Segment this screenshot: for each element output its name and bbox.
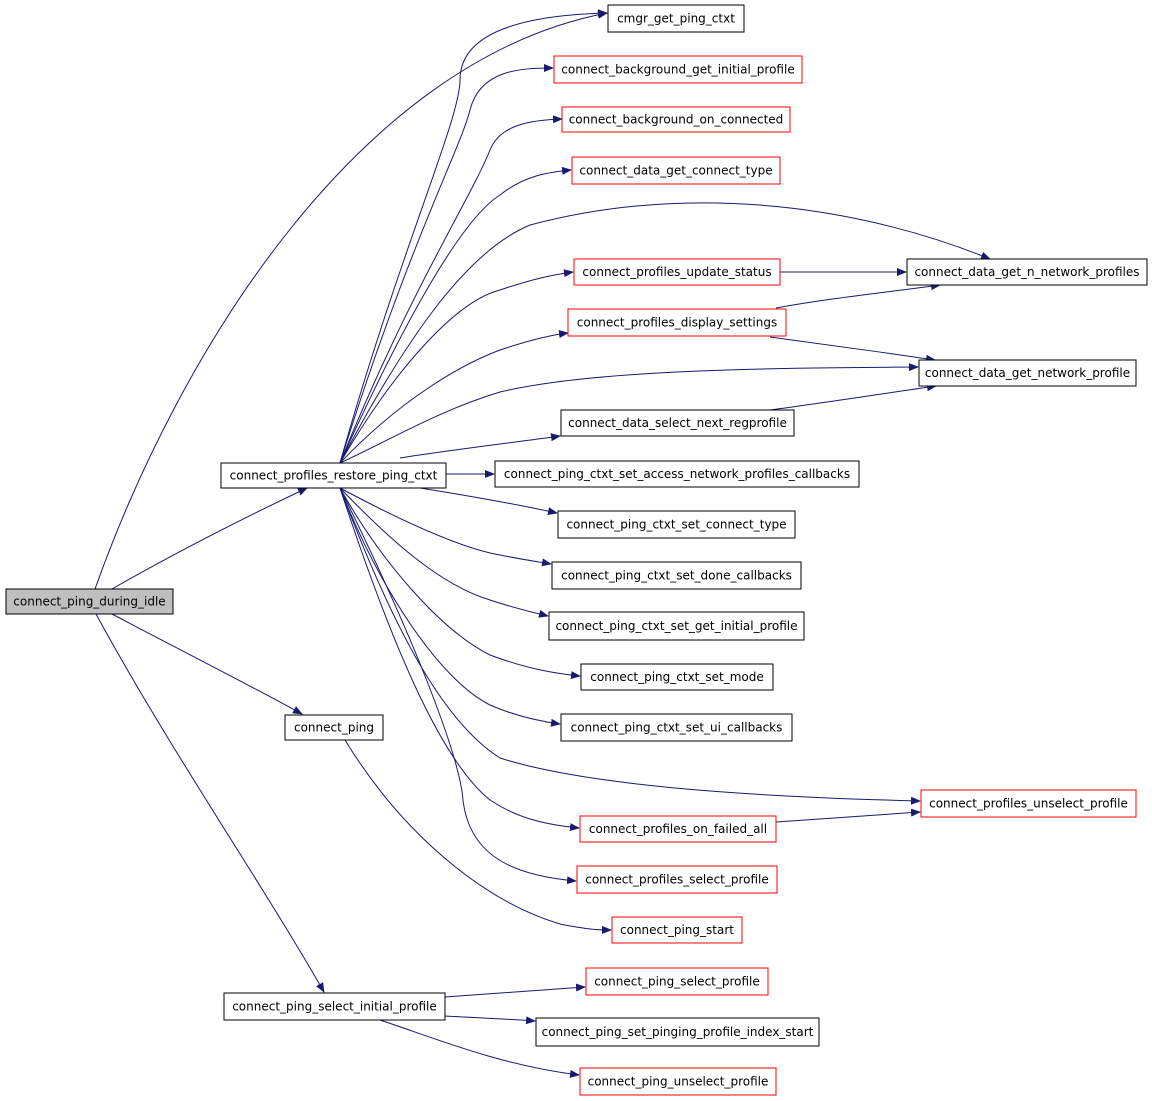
node-label: connect_data_get_n_network_profiles	[914, 265, 1139, 279]
edge-restore-to-get-n	[339, 202, 991, 464]
node-label: connect_profiles_unselect_profile	[929, 797, 1128, 811]
node-label: connect_data_get_network_profile	[925, 366, 1130, 380]
node-label: connect_background_on_connected	[569, 113, 784, 127]
node-connect-ping-ctxt-set-ui-callbacks[interactable]: connect_ping_ctxt_set_ui_callbacks	[560, 713, 793, 742]
edge-next-reg-to-get-np	[769, 383, 937, 411]
edge-root-to-cmgr	[94, 10, 608, 590]
edge-restore-to-bg-initial	[339, 64, 554, 464]
node-label: connect_ping_ctxt_set_mode	[590, 670, 764, 684]
node-label: connect_ping_ctxt_set_get_initial_profil…	[555, 619, 797, 633]
node-connect-profiles-select-profile[interactable]: connect_profiles_select_profile	[576, 865, 778, 894]
node-label: connect_profiles_select_profile	[585, 873, 769, 887]
node-connect-data-select-next-regprofile[interactable]: connect_data_select_next_regprofile	[560, 409, 795, 437]
edge-select-initial-to-pingsel	[444, 983, 586, 998]
edge-restore-to-cmgr	[339, 9, 608, 464]
node-connect-ping-select-profile[interactable]: connect_ping_select_profile	[585, 967, 769, 996]
node-label: connect_ping_ctxt_set_done_callbacks	[561, 569, 792, 583]
node-connect-profiles-unselect-profile[interactable]: connect_profiles_unselect_profile	[920, 789, 1137, 818]
edge-restore-to-set-ui	[339, 487, 561, 727]
edge-root-to-ping	[111, 613, 303, 715]
edge-restore-to-set-init	[339, 487, 549, 618]
edge-restore-to-next-reg	[399, 433, 561, 459]
node-connect-ping-ctxt-set-connect-type[interactable]: connect_ping_ctxt_set_connect_type	[557, 510, 796, 539]
edge-failed-to-unselect	[775, 808, 921, 823]
edge-restore-to-failed	[339, 487, 580, 832]
edge-restore-to-set-done	[339, 487, 552, 567]
edge-restore-to-display	[339, 330, 569, 464]
node-connect-data-get-network-profile[interactable]: connect_data_get_network_profile	[918, 359, 1137, 387]
node-connect-ping-ctxt-set-get-initial-profile[interactable]: connect_ping_ctxt_set_get_initial_profil…	[548, 611, 805, 641]
node-label: connect_profiles_restore_ping_ctxt	[230, 469, 438, 483]
edge-restore-to-data-type	[339, 166, 572, 464]
edge-root-to-restore	[111, 487, 308, 590]
node-connect-ping-set-pinging-profile-index-start[interactable]: connect_ping_set_pinging_profile_index_s…	[535, 1017, 820, 1047]
node-label: connect_ping_during_idle	[13, 595, 165, 609]
node-connect-background-get-initial-profile[interactable]: connect_background_get_initial_profile	[553, 55, 803, 84]
node-label: connect_ping_unselect_profile	[588, 1075, 769, 1089]
edge-select-initial-to-pinging-idx	[444, 1015, 536, 1025]
node-label: connect_ping_ctxt_set_access_network_pro…	[504, 467, 850, 481]
node-label: connect_ping_set_pinging_profile_index_s…	[542, 1025, 814, 1039]
node-connect-data-get-n-network-profiles[interactable]: connect_data_get_n_network_profiles	[906, 258, 1148, 286]
node-connect-ping-select-initial-profile[interactable]: connect_ping_select_initial_profile	[223, 992, 446, 1021]
node-label: connect_ping_select_profile	[594, 975, 760, 989]
edge-restore-to-set-mode	[339, 487, 581, 680]
edge-root-to-select-initial	[95, 613, 325, 993]
edge-ping-to-pstart	[344, 739, 612, 934]
node-connect-ping-start[interactable]: connect_ping_start	[611, 916, 743, 944]
node-connect-ping[interactable]: connect_ping	[284, 714, 384, 741]
node-connect-profiles-on-failed-all[interactable]: connect_profiles_on_failed_all	[579, 815, 777, 843]
edge-restore-to-psel	[339, 487, 577, 885]
edge-restore-to-update-status	[339, 269, 574, 464]
node-label: connect_ping_ctxt_set_connect_type	[566, 518, 786, 532]
edge-restore-to-get-np	[339, 363, 919, 464]
node-label: connect_profiles_update_status	[582, 265, 771, 279]
edge-restore-to-bg-connected	[339, 115, 563, 464]
node-connect-ping-ctxt-set-done-callbacks[interactable]: connect_ping_ctxt_set_done_callbacks	[551, 561, 802, 590]
node-layer: connect_ping_during_idle connect_profile…	[5, 4, 1148, 1096]
edge-select-initial-to-ping-unsel	[379, 1019, 580, 1078]
node-connect-profiles-update-status[interactable]: connect_profiles_update_status	[573, 258, 781, 286]
edge-display-to-get-np	[769, 336, 936, 363]
node-connect-background-on-connected[interactable]: connect_background_on_connected	[561, 106, 791, 133]
node-label: connect_profiles_on_failed_all	[589, 822, 767, 836]
node-cmgr-get-ping-ctxt[interactable]: cmgr_get_ping_ctxt	[607, 4, 745, 33]
node-label: connect_data_get_connect_type	[579, 164, 772, 178]
node-label: connect_ping_select_initial_profile	[232, 1000, 437, 1014]
node-connect-ping-ctxt-set-mode[interactable]: connect_ping_ctxt_set_mode	[580, 663, 774, 691]
node-connect-profiles-display-settings[interactable]: connect_profiles_display_settings	[567, 308, 787, 337]
edge-restore-to-unselect	[339, 487, 921, 805]
node-connect-profiles-restore-ping-ctxt[interactable]: connect_profiles_restore_ping_ctxt	[220, 462, 447, 489]
node-label: connect_background_get_initial_profile	[561, 63, 794, 77]
node-connect-ping-during-idle[interactable]: connect_ping_during_idle	[5, 588, 174, 615]
edge-layer	[94, 9, 991, 1078]
node-label: connect_ping	[294, 721, 374, 735]
node-connect-ping-unselect-profile[interactable]: connect_ping_unselect_profile	[579, 1067, 777, 1096]
node-connect-data-get-connect-type[interactable]: connect_data_get_connect_type	[571, 156, 781, 185]
node-label: connect_ping_start	[620, 923, 734, 937]
node-label: connect_profiles_display_settings	[577, 316, 777, 330]
node-label: cmgr_get_ping_ctxt	[617, 12, 735, 26]
node-label: connect_ping_ctxt_set_ui_callbacks	[571, 721, 783, 735]
node-label: connect_data_select_next_regprofile	[568, 416, 787, 430]
edge-display-to-get-n	[775, 282, 941, 309]
edge-restore-to-set-type	[419, 487, 558, 516]
node-connect-ping-ctxt-set-access-network-profiles-callbacks[interactable]: connect_ping_ctxt_set_access_network_pro…	[494, 460, 860, 488]
